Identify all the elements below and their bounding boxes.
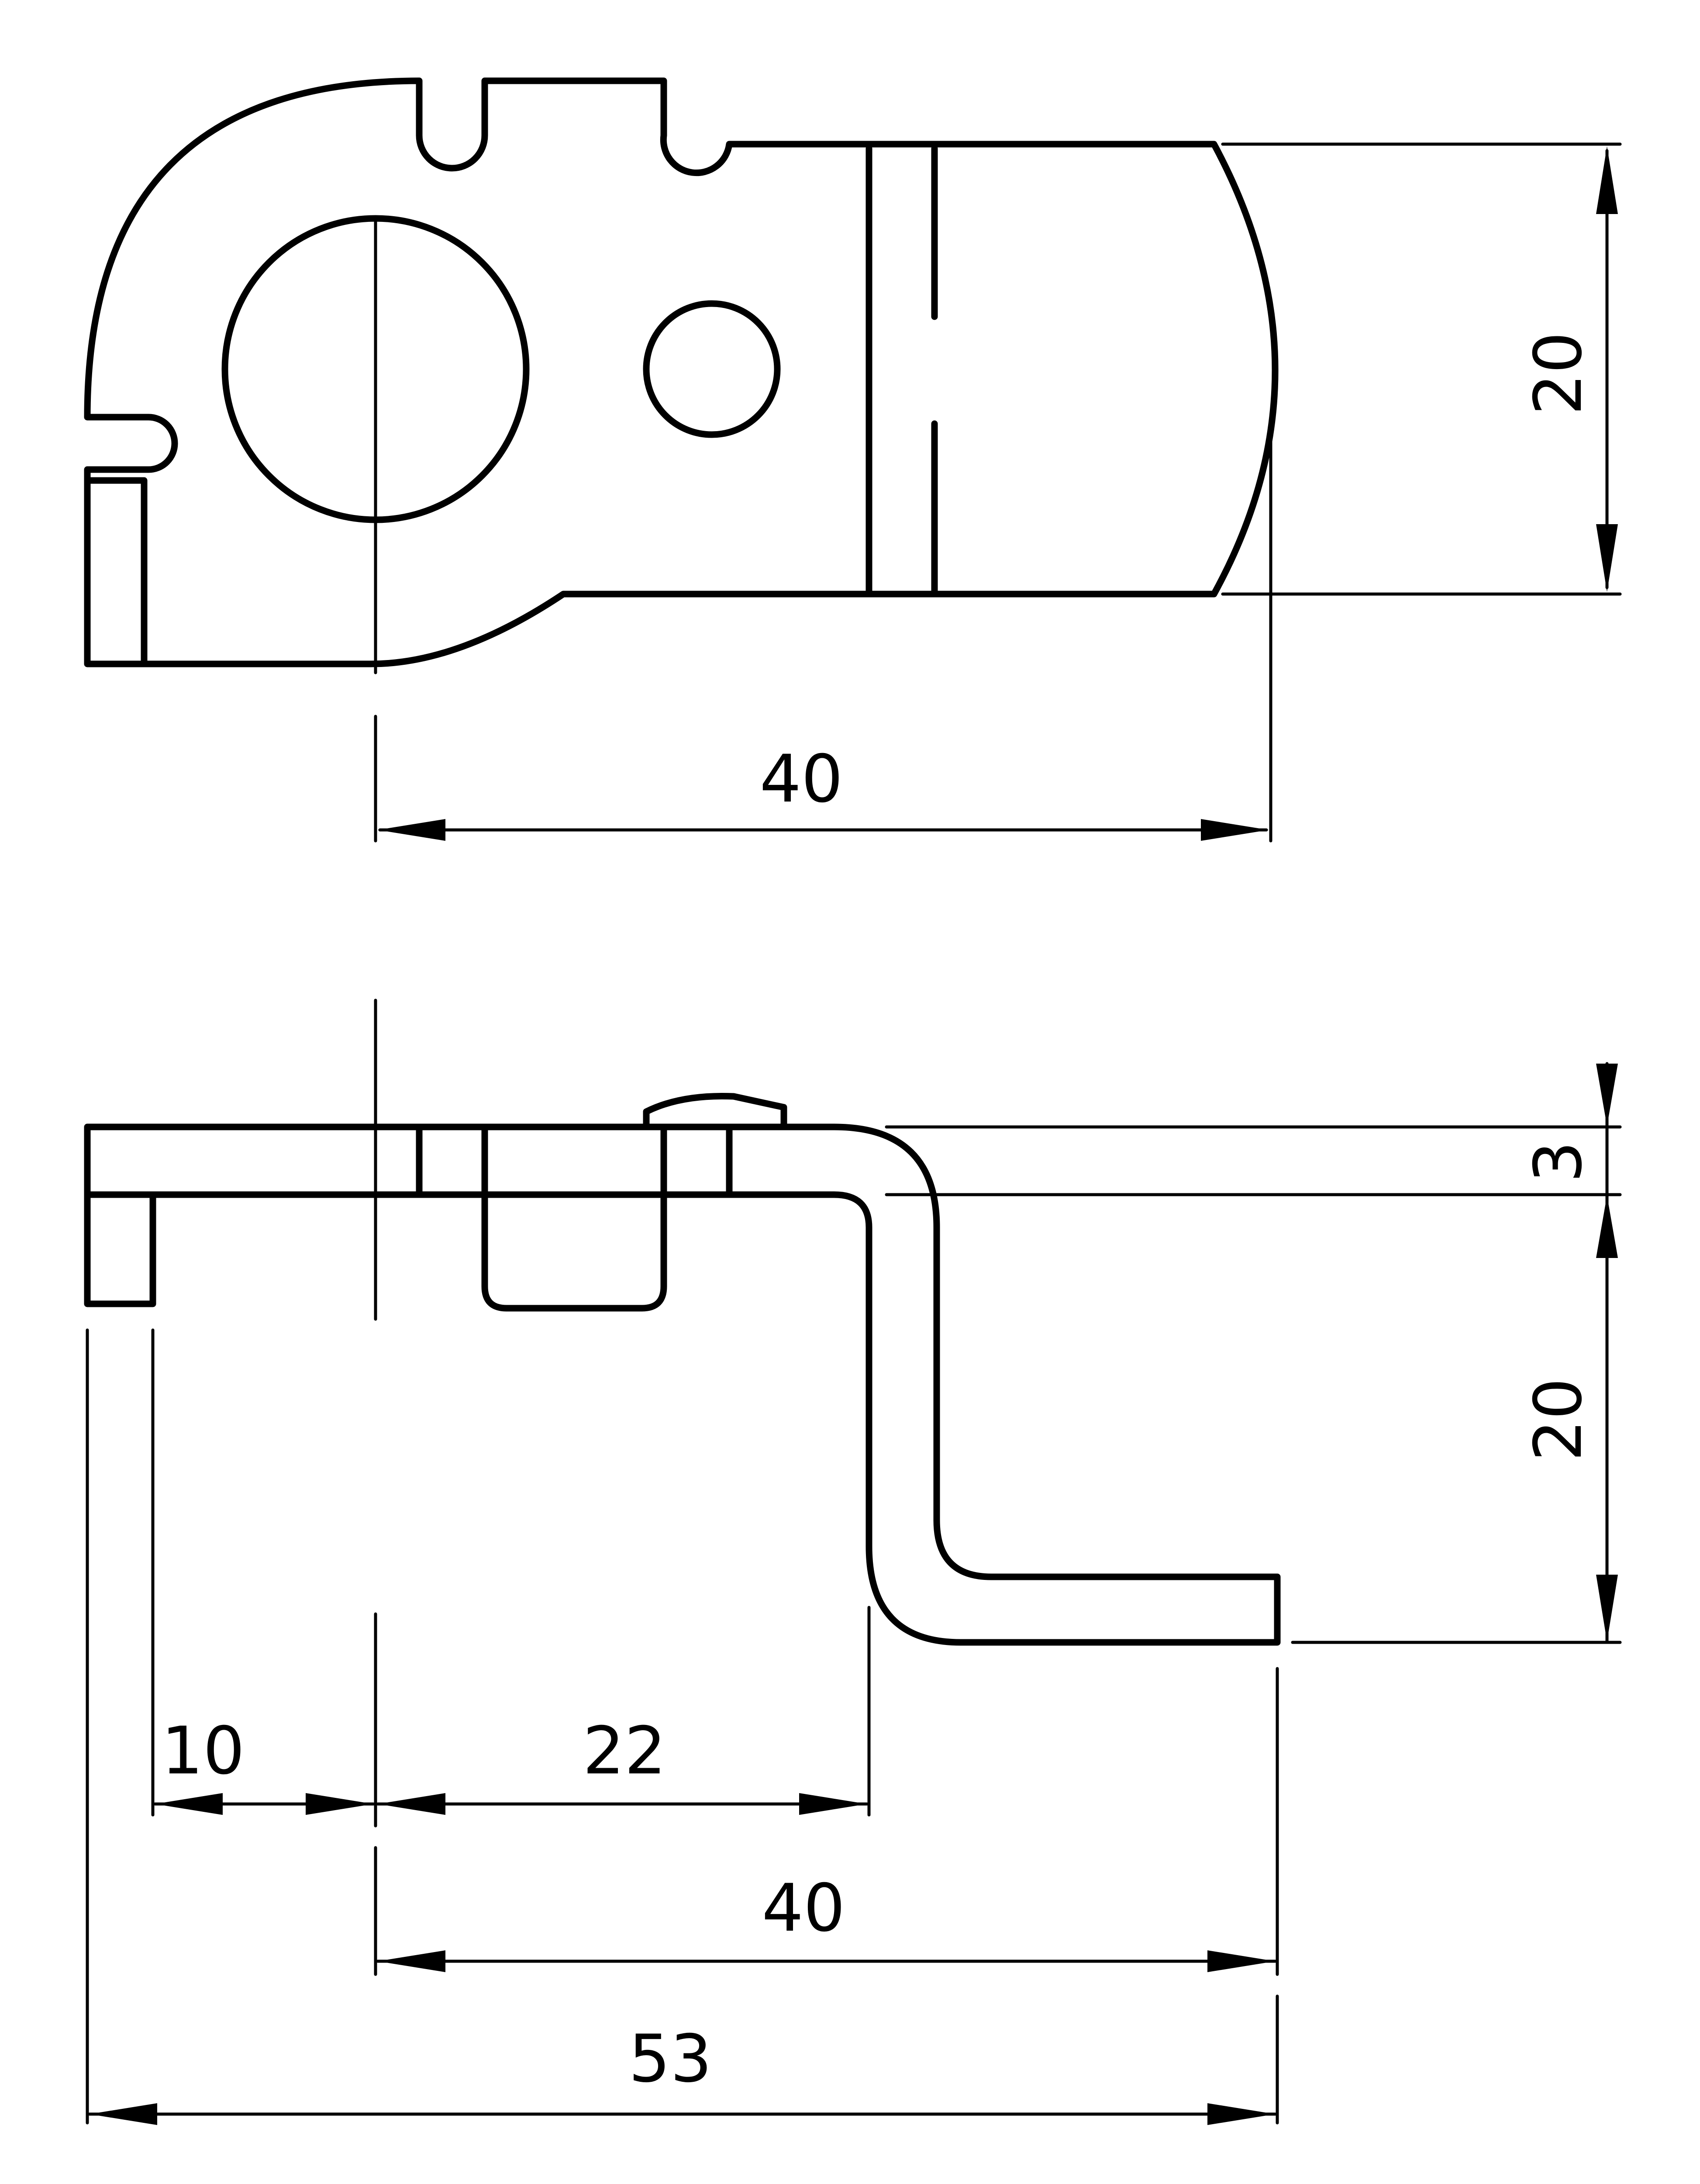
side-dim10-arrow-left: [155, 1793, 223, 1815]
side-rivet: [643, 1092, 787, 1130]
top-dim40-arrow-left: [378, 819, 445, 841]
side-dim40-arrow-right: [1207, 1950, 1275, 1972]
side-dim53-label: 53: [629, 2021, 712, 2097]
small-hole: [643, 300, 781, 438]
side-view: 3 20 10 22 40 53: [84, 999, 1622, 2125]
side-dim53-arrow-right: [1207, 2103, 1275, 2125]
top-dim20-label: 20: [1521, 332, 1597, 415]
side-dim10-arrow-right: [306, 1793, 373, 1815]
top-view-outline: [84, 77, 1279, 667]
side-dim10-label: 10: [162, 1713, 245, 1789]
side-tab: [481, 1123, 667, 1312]
top-view: 20 40: [84, 77, 1622, 843]
top-dim40-label: 40: [760, 741, 843, 817]
side-plate-outline: [84, 1123, 1281, 1646]
side-dim3-arrow-up: [1596, 1196, 1618, 1258]
side-dim53-arrow-left: [90, 2103, 157, 2125]
side-dim20-arrow-down: [1596, 1575, 1618, 1641]
side-dim22-label: 22: [583, 1713, 666, 1789]
top-dim20-arrow-down: [1596, 524, 1618, 592]
side-dim20-label: 20: [1521, 1378, 1597, 1462]
top-dim40-arrow-right: [1201, 819, 1269, 841]
side-dim22-arrow-left: [378, 1793, 445, 1815]
side-dim40-arrow-left: [378, 1950, 445, 1972]
side-dim22-arrow-right: [799, 1793, 867, 1815]
side-dim3-label: 3: [1521, 1141, 1597, 1182]
top-dim20-arrow-up: [1596, 146, 1618, 214]
side-dim40-label: 40: [762, 1870, 845, 1946]
side-dim3-arrow-down: [1596, 1064, 1618, 1126]
